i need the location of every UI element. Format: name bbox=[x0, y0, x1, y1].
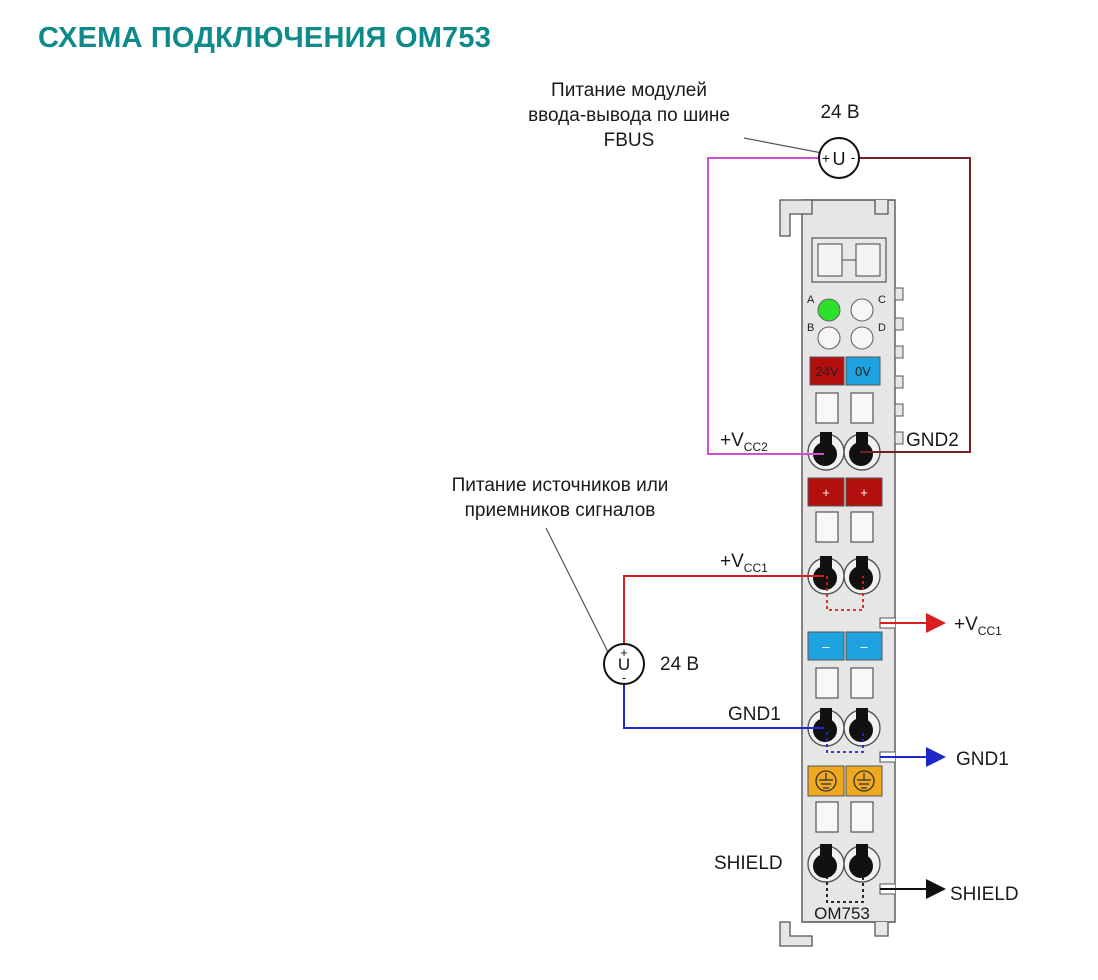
fbus-source-plus: + bbox=[822, 150, 830, 166]
led-label-a: A bbox=[807, 294, 815, 306]
terminal-clamp-shield-1 bbox=[807, 844, 845, 883]
gnd1-label: GND1 bbox=[728, 704, 781, 725]
fbus-power-source: U + - bbox=[818, 137, 860, 179]
led-b-indicator bbox=[817, 326, 841, 350]
gnd2-label: GND2 bbox=[906, 430, 959, 451]
vcc1-output-label: +VCC1 bbox=[954, 614, 1002, 638]
fbus-source-minus: - bbox=[851, 149, 856, 165]
release-slots bbox=[815, 392, 874, 833]
terminal-clamp-vcc1-1 bbox=[807, 556, 845, 595]
vcc2-wire bbox=[707, 157, 824, 455]
vcc1-wire bbox=[623, 575, 824, 645]
chip-plus-right: + bbox=[860, 485, 868, 500]
terminal-clamps bbox=[807, 432, 881, 883]
terminal-clamp-shield-2 bbox=[843, 844, 881, 883]
signal-note-line-1: Питание источников или bbox=[452, 475, 669, 496]
vcc2-label: +VCC2 bbox=[720, 430, 768, 454]
led-label-d: D bbox=[878, 322, 886, 334]
chip-minus-left: – bbox=[822, 639, 830, 654]
vcc1-label: +VCC1 bbox=[720, 551, 768, 575]
terminal-clamp-vcc2-1 bbox=[807, 432, 845, 471]
led-a-indicator bbox=[817, 298, 841, 322]
gnd2-wire bbox=[859, 157, 971, 453]
module-name-label: OM753 bbox=[814, 904, 870, 923]
fbus-source-glyph: U bbox=[833, 149, 846, 169]
shield-label: SHIELD bbox=[714, 853, 783, 874]
gnd1-wire bbox=[623, 684, 824, 729]
fbus-voltage-label: 24 В bbox=[820, 102, 859, 123]
terminal-clamp-gnd1-2 bbox=[843, 708, 881, 747]
signal-note-line-2: приемников сигналов bbox=[465, 500, 656, 521]
gnd1-output-label: GND1 bbox=[956, 749, 1009, 770]
chip-plus-left: + bbox=[822, 485, 830, 500]
chip-24v-label: 24V bbox=[815, 364, 838, 379]
fbus-note-line-2: ввода-вывода по шине bbox=[528, 105, 730, 126]
signal-source-glyph: U bbox=[618, 655, 630, 674]
ground-chips bbox=[807, 765, 883, 797]
chip-0v-label: 0V bbox=[855, 364, 871, 379]
shield-output-label: SHIELD bbox=[950, 884, 1019, 905]
terminal-clamp-vcc2-2 bbox=[843, 432, 881, 471]
led-d-indicator bbox=[850, 326, 874, 350]
signal-source-minus: - bbox=[622, 670, 626, 685]
terminal-clamp-vcc1-2 bbox=[843, 556, 881, 595]
signal-source-plus: + bbox=[620, 645, 628, 660]
signal-power-source: U + - bbox=[603, 643, 645, 685]
signal-voltage-label: 24 В bbox=[660, 654, 699, 675]
fbus-note-line-3: FBUS bbox=[604, 130, 655, 151]
led-label-b: B bbox=[807, 322, 814, 334]
led-label-c: C bbox=[878, 294, 886, 306]
fbus-note-line-1: Питание модулей bbox=[551, 80, 707, 101]
led-panel: A B C D bbox=[807, 294, 886, 350]
page-title: СХЕМА ПОДКЛЮЧЕНИЯ OM753 bbox=[38, 22, 492, 54]
terminal-clamp-gnd1-1 bbox=[807, 708, 845, 747]
chip-minus-right: – bbox=[860, 639, 868, 654]
led-c-indicator bbox=[850, 298, 874, 322]
